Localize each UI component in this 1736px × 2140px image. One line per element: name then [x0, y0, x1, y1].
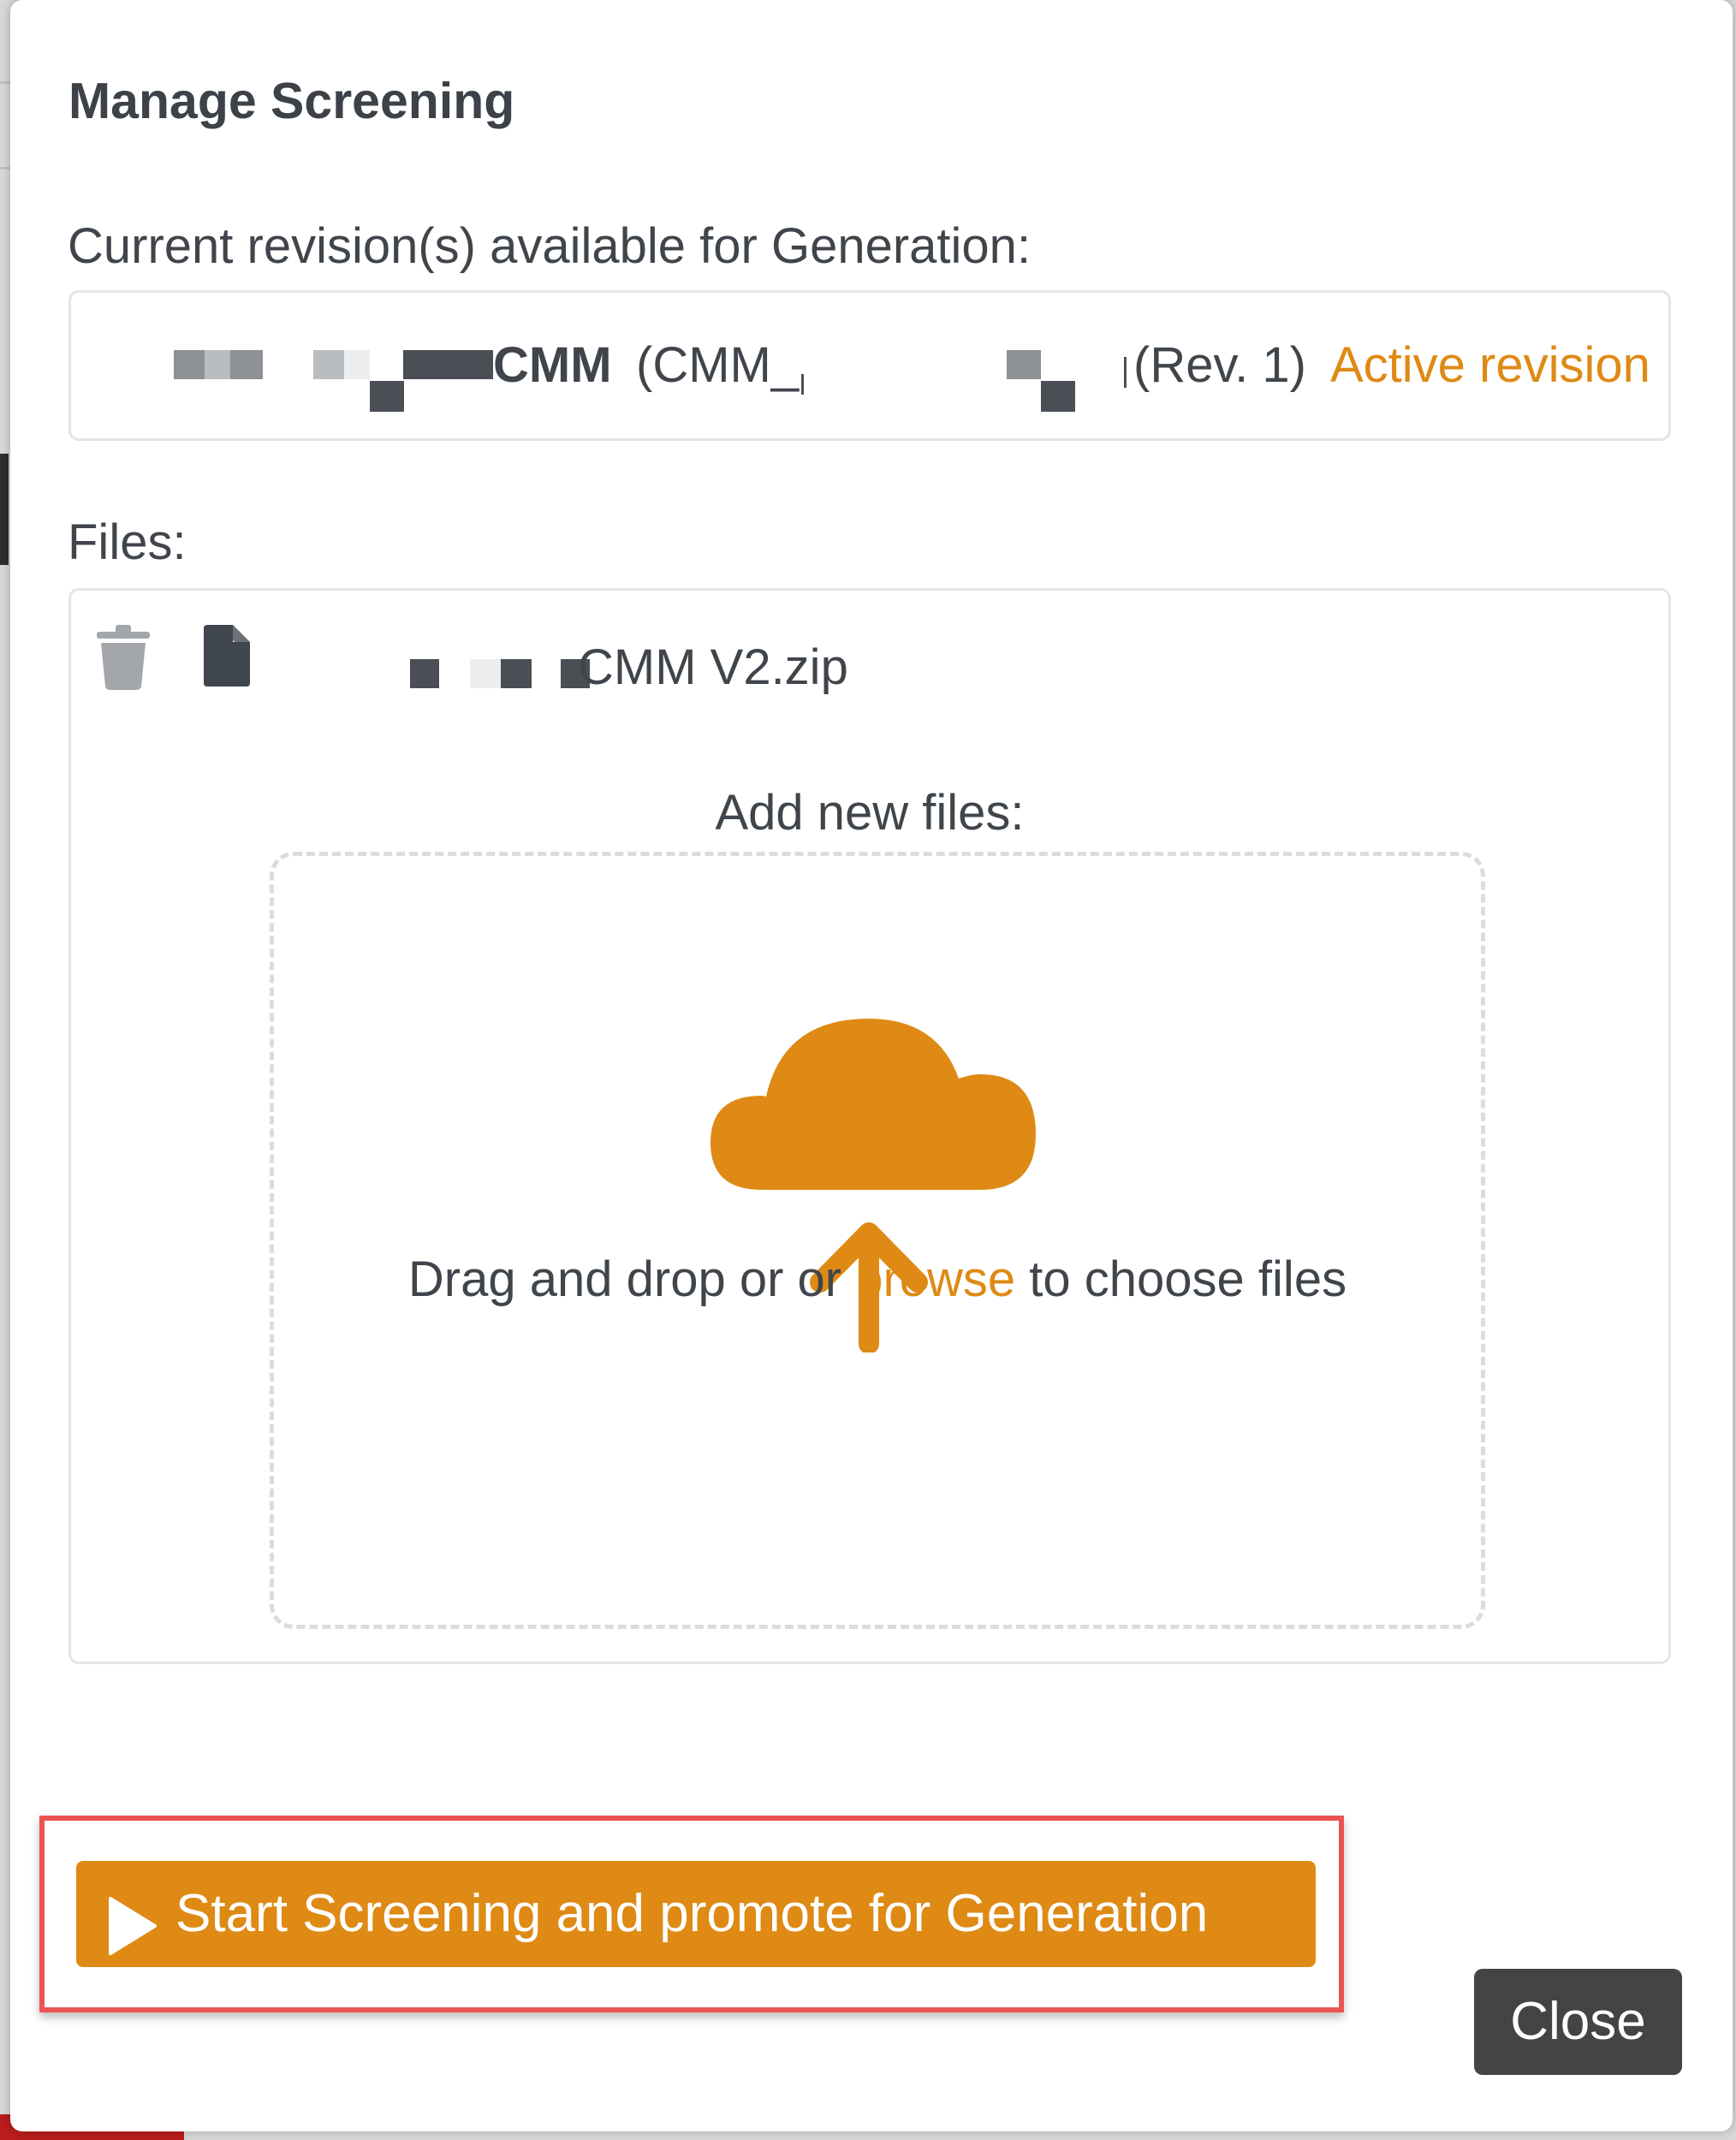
revision-code: (CMM_: [636, 337, 800, 393]
redacted-text: [801, 374, 804, 395]
dropzone-text: to choose files: [1015, 1251, 1347, 1307]
file-list-item: CMM V2.zip: [97, 625, 1552, 710]
start-screening-button[interactable]: Start Screening and promote for Generati…: [76, 1861, 1316, 1967]
start-screening-label: Start Screening and promote for Generati…: [175, 1884, 1209, 1943]
modal-title: Manage Screening: [68, 73, 515, 129]
trash-icon[interactable]: [97, 625, 150, 694]
dropzone-text: Drag and drop or or: [407, 1251, 856, 1307]
redacted-text: [437, 350, 472, 379]
redacted-text: [1007, 350, 1041, 379]
redacted-text: [403, 350, 437, 379]
revision-status-badge: Active revision: [1330, 337, 1650, 393]
revisions-list: CMM (CMM_ (Rev. 1) Active revision: [68, 290, 1671, 441]
revisions-label: Current revision(s) available for Genera…: [68, 218, 1031, 274]
revision-name: CMM: [493, 337, 612, 393]
redacted-text: [344, 350, 370, 379]
redacted-text: [410, 659, 439, 688]
file-dropzone[interactable]: Drag and drop or or browse to choose fil…: [270, 852, 1485, 1629]
revision-number: (Rev. 1): [1133, 337, 1306, 393]
backdrop-divider: [0, 167, 10, 169]
close-button[interactable]: Close: [1474, 1969, 1682, 2075]
redacted-text: [501, 659, 532, 688]
redacted-text: [370, 381, 404, 412]
file-icon: [204, 625, 250, 691]
redacted-text: [1041, 381, 1075, 412]
manage-screening-modal: Manage Screening Current revision(s) ava…: [10, 0, 1733, 2131]
redacted-text: [205, 350, 230, 379]
backdrop-divider: [0, 81, 10, 84]
add-files-label: Add new files:: [715, 785, 1025, 841]
browse-link[interactable]: browse: [855, 1251, 1016, 1307]
redacted-text: [313, 350, 344, 379]
redacted-text: [1124, 357, 1127, 388]
redacted-text: [561, 659, 590, 688]
redacted-text: [174, 350, 205, 379]
redacted-text: [470, 659, 501, 688]
highlight-box: [39, 1816, 1344, 2012]
dropzone-instructions: Drag and drop or or browse to choose fil…: [274, 1245, 1481, 1314]
redacted-text: [472, 350, 493, 379]
revision-item[interactable]: CMM (CMM_ (Rev. 1) Active revision: [129, 331, 1650, 412]
redacted-text: [230, 350, 263, 379]
play-icon: [107, 1885, 157, 1991]
files-panel: CMM V2.zip Add new files: Drag and drop …: [68, 588, 1671, 1664]
cloud-upload-icon: [710, 1010, 1036, 1357]
backdrop-block: [0, 454, 9, 565]
file-name-link[interactable]: CMM V2.zip: [578, 639, 848, 695]
files-label: Files:: [68, 514, 187, 570]
